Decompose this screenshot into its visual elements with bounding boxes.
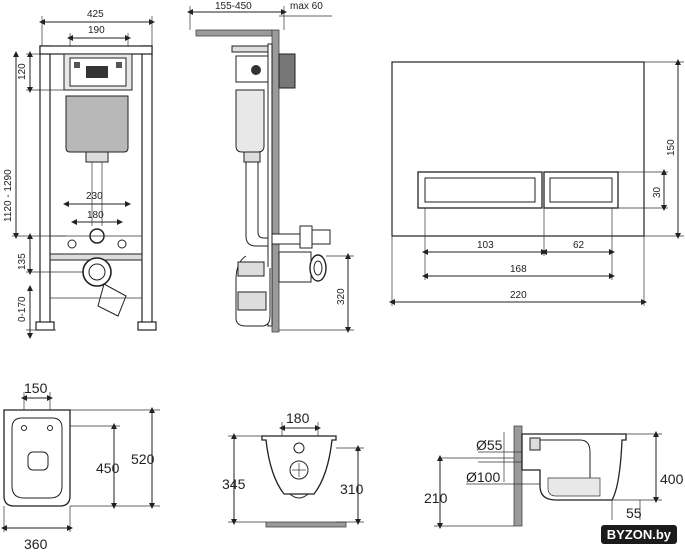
- dim-62: 62: [573, 240, 585, 251]
- bowl-back-view: 180 345 310: [222, 410, 364, 528]
- dim-180-bowl: 180: [286, 410, 310, 426]
- dim-d100: Ø100: [466, 469, 500, 485]
- dim-220: 220: [510, 290, 527, 301]
- dim-180: 180: [87, 210, 104, 221]
- dim-520: 520: [131, 451, 155, 467]
- dim-150-bowl: 150: [24, 380, 48, 396]
- bowl-top-view: 150 450 520 360: [1, 380, 160, 552]
- dim-max-60: max 60: [290, 1, 323, 12]
- bowl-side-view: Ø55 Ø100 210 400 55: [424, 425, 684, 529]
- dim-120: 120: [17, 63, 28, 80]
- dim-1120-1290: 1120 - 1290: [3, 169, 14, 222]
- dim-360: 360: [24, 536, 48, 550]
- dim-425: 425: [87, 9, 104, 20]
- dim-190: 190: [88, 25, 105, 36]
- watermark-logo: BYZON.by: [600, 525, 677, 544]
- dim-168: 168: [510, 264, 527, 275]
- dim-55-bottom: 55: [626, 505, 642, 521]
- side-view: 155-450 max 60 320: [187, 1, 354, 333]
- dim-155-450: 155-450: [215, 1, 252, 12]
- dim-230: 230: [86, 191, 103, 202]
- front-view: 425 190 230 180: [3, 9, 157, 339]
- dim-400: 400: [660, 471, 684, 487]
- dim-210: 210: [424, 490, 448, 506]
- flush-plate: 150 30 103 62 168 220: [389, 59, 684, 306]
- dim-150: 150: [666, 139, 677, 156]
- dim-d55: Ø55: [476, 437, 503, 453]
- dim-345: 345: [222, 476, 246, 492]
- dim-310: 310: [340, 481, 364, 497]
- dim-450: 450: [96, 460, 120, 476]
- dim-103: 103: [477, 240, 494, 251]
- dim-135: 135: [17, 253, 28, 270]
- dim-320: 320: [336, 288, 347, 305]
- dim-30: 30: [652, 186, 663, 198]
- dim-0-170: 0-170: [17, 296, 28, 322]
